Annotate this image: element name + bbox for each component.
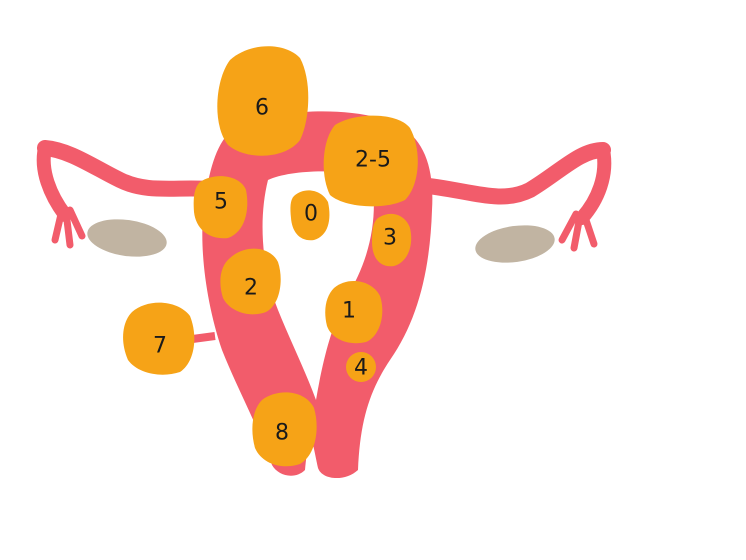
fibroid-4 [346,352,376,382]
fibroid-label-4: 4 [354,356,368,381]
fibroid-label-3: 3 [383,226,397,251]
fibroid-3 [372,213,412,267]
fibroid-label-6: 6 [255,96,269,121]
fibroid-8 [252,392,317,467]
fibroid-label-5: 5 [214,190,228,215]
fibroid-label-2-5: 2-5 [355,148,391,173]
right-ovary [475,225,555,263]
fibroid-label-7: 7 [153,334,167,359]
fibroid-2 [220,248,281,315]
fibroid-label-0: 0 [304,202,318,227]
fibroid-label-2: 2 [244,276,258,301]
fibroid-label-8: 8 [275,421,289,446]
fibroid-2-5 [323,115,418,207]
fibroid-1 [325,281,383,344]
uterine-cavity [262,171,374,400]
fibroid-5 [193,176,248,239]
left-fallopian-tube [36,140,233,249]
fibroid-7 [123,302,195,375]
fibroid-label-1: 1 [342,299,356,324]
left-ovary [87,219,167,257]
fibroid-6 [217,46,309,156]
fibroid-0 [290,190,330,241]
right-fallopian-tube [412,142,612,252]
